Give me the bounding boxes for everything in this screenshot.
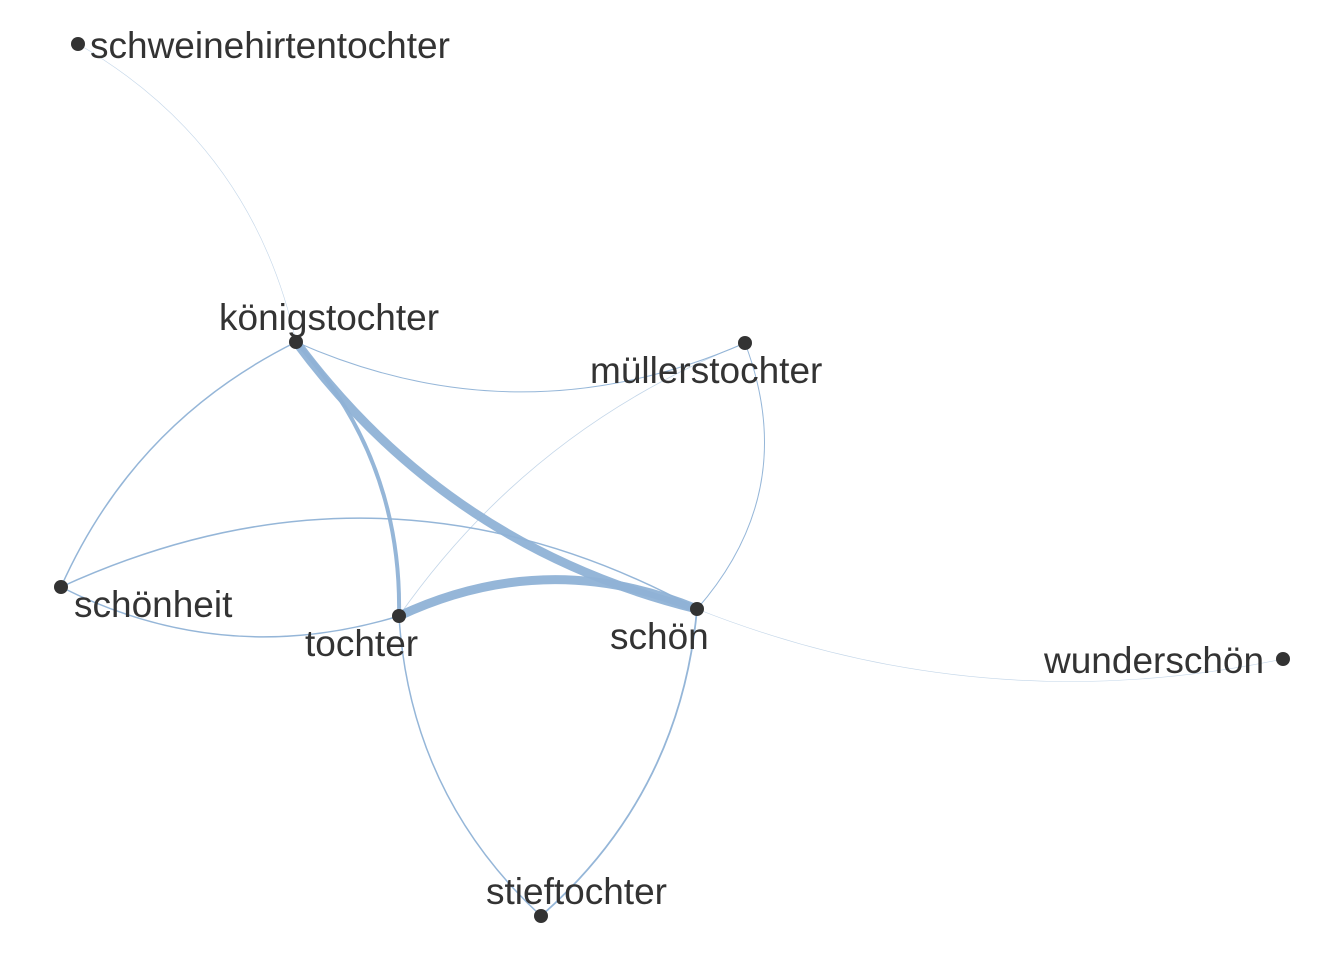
node-dot (690, 602, 704, 616)
edge-schoen-wunderschoen (696, 608, 1284, 682)
node-stieftochter: stieftochter (486, 871, 667, 923)
node-label: schönheit (74, 584, 233, 625)
node-schoen: schön (610, 602, 709, 657)
edge-koenigstochter-muellerstochter (295, 341, 746, 393)
edge-tochter-schoen (394, 575, 702, 621)
node-label: wunderschön (1043, 640, 1264, 681)
node-dot (1276, 652, 1290, 666)
node-koenigstochter: königstochter (219, 297, 439, 349)
edge-schoenheit-tochter (60, 586, 400, 638)
edge-koenigstochter-schoenheit (60, 341, 297, 588)
node-label: tochter (305, 623, 418, 664)
nodes-layer: schweinehirtentochter königstochter müll… (54, 25, 1290, 923)
edges-layer (60, 43, 1284, 917)
node-schoenheit: schönheit (54, 580, 233, 625)
node-label: königstochter (219, 297, 439, 338)
node-label: schön (610, 616, 709, 657)
node-dot (54, 580, 68, 594)
edge-schoen-stieftochter (540, 608, 698, 917)
node-dot (71, 37, 85, 51)
edge-schoenheit-schoen (60, 517, 698, 610)
edge-muellerstochter-tochter (398, 342, 746, 617)
edge-schweinehirtentochter-koenigstochter (77, 43, 297, 343)
node-label: müllerstochter (590, 350, 822, 391)
node-dot (738, 336, 752, 350)
node-wunderschoen: wunderschön (1043, 640, 1290, 681)
node-dot (392, 609, 406, 623)
node-label: schweinehirtentochter (90, 25, 450, 66)
node-dot (534, 909, 548, 923)
node-label: stieftochter (486, 871, 667, 912)
edge-koenigstochter-tochter (294, 340, 402, 618)
node-tochter: tochter (305, 609, 418, 664)
node-dot (289, 335, 303, 349)
node-schweinehirtentochter: schweinehirtentochter (71, 25, 450, 66)
edge-tochter-stieftochter (398, 615, 542, 917)
node-muellerstochter: müllerstochter (590, 336, 822, 391)
edge-muellerstochter-schoen (696, 342, 765, 610)
